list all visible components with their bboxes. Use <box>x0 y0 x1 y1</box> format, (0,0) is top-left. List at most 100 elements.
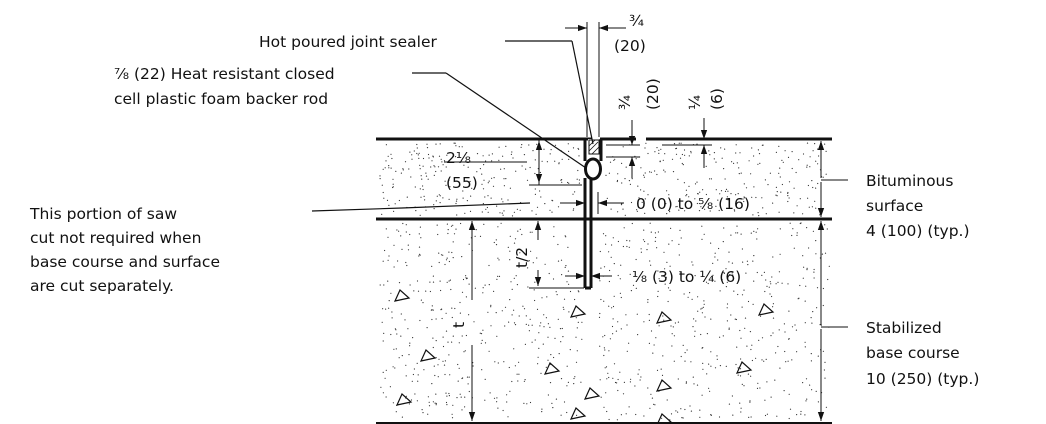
stipple-dot <box>699 416 701 418</box>
stipple-dot <box>647 152 649 155</box>
stipple-dot <box>385 308 387 310</box>
stipple-dot <box>405 231 407 233</box>
stipple-dot <box>561 274 563 276</box>
stipple-dot <box>556 294 558 296</box>
stipple-dot <box>419 226 421 228</box>
stipple-dot <box>626 350 628 352</box>
stipple-dot <box>685 189 688 191</box>
stipple-dot <box>638 197 640 199</box>
stipple-dot <box>557 206 560 208</box>
stipple-dot <box>393 244 395 246</box>
stipple-dot <box>535 213 537 215</box>
stipple-dot <box>538 347 540 349</box>
stipple-dot <box>703 233 705 235</box>
recess-mm: (6) <box>708 88 726 110</box>
stipple-dot <box>814 200 816 202</box>
stipple-dot <box>385 144 387 146</box>
stipple-dot <box>410 399 413 401</box>
stipple-dot <box>630 378 632 380</box>
stipple-dot <box>511 151 513 153</box>
stipple-dot <box>534 281 536 283</box>
stipple-dot <box>615 330 618 332</box>
stipple-dot <box>405 375 407 377</box>
stipple-dot <box>418 255 420 257</box>
stipple-dot <box>666 213 668 215</box>
stipple-dot <box>489 392 491 394</box>
stipple-dot <box>385 396 387 398</box>
stipple-dot <box>427 396 429 398</box>
stipple-dot <box>810 353 812 355</box>
stipple-dot <box>398 357 400 359</box>
stipple-dot <box>624 214 626 216</box>
stipple-dot <box>622 245 625 248</box>
stipple-dot <box>647 243 649 245</box>
stipple-dot <box>598 278 601 280</box>
stipple-dot <box>680 237 682 239</box>
stipple-dot <box>706 333 709 335</box>
stipple-dot <box>409 151 411 153</box>
stipple-dot <box>766 381 768 383</box>
stipple-dot <box>502 214 504 216</box>
stipple-dot <box>757 212 759 214</box>
stipple-dot <box>432 156 434 158</box>
stipple-dot <box>704 316 706 318</box>
stipple-dot <box>702 362 704 364</box>
stipple-dot <box>603 300 605 302</box>
stipple-dot <box>435 170 437 173</box>
stipple-dot <box>725 286 728 288</box>
stipple-dot <box>815 390 817 392</box>
aggregate-triangle <box>757 303 775 316</box>
stipple-dot <box>549 209 551 211</box>
stipple-dot <box>769 281 771 283</box>
stipple-dot <box>778 145 780 147</box>
stipple-dot <box>708 363 710 365</box>
stipple-dot <box>822 176 824 178</box>
stipple-dot <box>610 208 612 210</box>
stipple-dot <box>617 173 619 175</box>
stipple-dot <box>654 232 657 234</box>
stipple-dot <box>679 157 682 159</box>
stipple-dot <box>575 361 578 363</box>
stipple-dot <box>658 149 660 151</box>
stipple-dot <box>390 333 392 336</box>
stipple-dot <box>730 234 732 236</box>
stipple-dot <box>677 411 679 413</box>
stipple-dot <box>454 142 456 144</box>
stipple-dot <box>545 366 547 368</box>
stipple-dot <box>675 410 677 412</box>
stipple-dot <box>656 147 658 149</box>
stipple-dot <box>421 178 423 180</box>
stipple-dot <box>753 255 755 257</box>
stipple-dot <box>620 414 623 416</box>
stipple-dot <box>735 232 737 234</box>
stipple-dot <box>735 144 737 146</box>
stipple-dot <box>693 383 695 385</box>
stipple-dot <box>750 416 752 418</box>
stipple-dot <box>419 168 421 170</box>
stipple-dot <box>416 362 418 364</box>
base-course-aggregate-marks <box>393 289 775 424</box>
stipple-dot <box>549 382 552 384</box>
stipple-dot <box>789 408 792 410</box>
stipple-dot <box>657 295 659 298</box>
stipple-dot <box>708 387 710 389</box>
stipple-dot <box>723 227 725 229</box>
stipple-dot <box>436 224 438 226</box>
stipple-dot <box>440 289 442 292</box>
stipple-dot <box>625 314 627 316</box>
stipple-dot <box>500 222 502 224</box>
stipple-dot <box>574 298 576 301</box>
stipple-dot <box>643 174 645 176</box>
stipple-dot <box>444 180 446 182</box>
stipple-dot <box>416 280 419 282</box>
stipple-dot <box>626 245 628 248</box>
stipple-dot <box>442 164 444 166</box>
stipple-dot <box>806 166 808 168</box>
stipple-dot <box>512 157 514 159</box>
stipple-dot <box>541 411 543 413</box>
stipple-dot <box>600 396 602 398</box>
stipple-dot <box>654 240 656 242</box>
stipple-dot <box>532 262 534 264</box>
stipple-dot <box>745 187 748 189</box>
stipple-dot <box>464 212 466 214</box>
